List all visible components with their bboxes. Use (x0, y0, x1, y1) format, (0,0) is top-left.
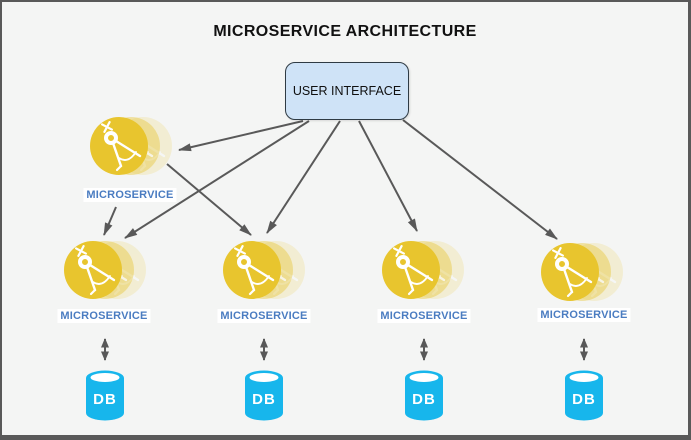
drafting-compass-icon (380, 239, 466, 301)
database-cylinder[interactable]: DB (244, 369, 284, 422)
microservice-node[interactable] (539, 241, 625, 303)
db-label: DB (252, 391, 276, 408)
microservice-label: MICROSERVICE (83, 188, 177, 202)
drafting-compass-icon (539, 241, 625, 303)
cylinder-icon (565, 370, 603, 421)
database-cylinder[interactable]: DB (85, 369, 125, 422)
microservice-node[interactable] (380, 239, 466, 301)
database-cylinder[interactable]: DB (404, 369, 444, 422)
microservice-node[interactable] (221, 239, 307, 301)
user-interface-box[interactable]: USER INTERFACE (285, 62, 409, 120)
db-label: DB (412, 391, 436, 408)
cylinder-icon (245, 370, 283, 421)
database-cylinder[interactable]: DB (564, 369, 604, 422)
microservice-label: MICROSERVICE (217, 309, 311, 323)
db-label: DB (93, 391, 117, 408)
microservice-label: MICROSERVICE (537, 308, 631, 322)
arrow-ui-to-ms2 (266, 120, 341, 234)
arrow-ui-to-ms3 (358, 120, 418, 232)
arrow-ms0-to-ms1 (103, 206, 117, 236)
user-interface-label: USER INTERFACE (292, 84, 402, 98)
microservice-node[interactable] (88, 115, 174, 177)
drafting-compass-icon (62, 239, 148, 301)
cylinder-icon (86, 370, 124, 421)
arrow-ms0-to-ms2 (166, 163, 252, 236)
db-label: DB (572, 391, 596, 408)
microservice-node[interactable] (62, 239, 148, 301)
microservice-label: MICROSERVICE (57, 309, 151, 323)
cylinder-icon (405, 370, 443, 421)
drafting-compass-icon (88, 115, 174, 177)
drafting-compass-icon (221, 239, 307, 301)
diagram-title: MICROSERVICE ARCHITECTURE (213, 23, 477, 40)
microservice-label: MICROSERVICE (377, 309, 471, 323)
arrow-ui-to-ms0 (178, 120, 304, 152)
arrow-ui-to-ms4 (402, 119, 558, 240)
